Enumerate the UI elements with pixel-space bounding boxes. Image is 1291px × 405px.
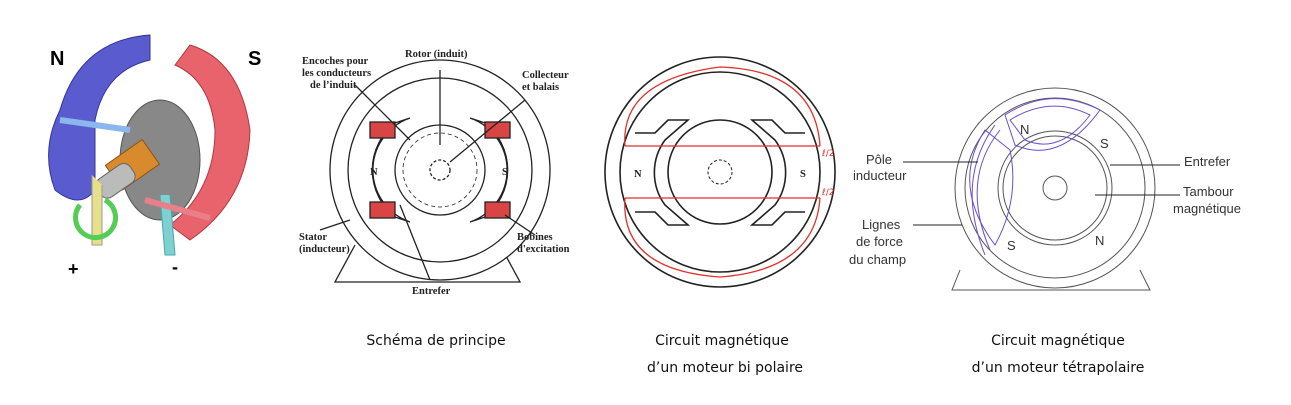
pole-label: Pôle	[866, 152, 892, 167]
north-label: N	[634, 169, 642, 180]
collector-label: Collecteur	[522, 70, 569, 81]
tetrapolar-labels: Pôle inducteur Lignes de force du champ …	[849, 152, 1241, 267]
north-label: N	[50, 48, 64, 70]
double-arrow-icon	[59, 117, 131, 133]
caption-bipolar-line1: Circuit magnétique	[655, 333, 789, 349]
pole-n-label: N	[1020, 122, 1029, 137]
plus-label: +	[68, 259, 79, 279]
field-lines-label: de force	[856, 234, 903, 249]
pole-label: inducteur	[853, 168, 907, 183]
pole-n-label: N	[1095, 233, 1104, 248]
rotor-label: Rotor (induit)	[405, 49, 468, 60]
caption-tetrapolar-line2: d’un moteur tétrapolaire	[971, 360, 1145, 376]
tetrapolar-poles: N S S N	[1007, 122, 1109, 253]
minus-label: -	[172, 257, 178, 277]
collector-label: et balais	[522, 82, 559, 93]
airgap-label: Entrefer	[1184, 154, 1231, 169]
coils-label: Bobines	[517, 232, 553, 243]
double-arrow-icon	[144, 197, 211, 221]
stator-label: (inducteur)	[299, 244, 350, 255]
drum-label: Tambour	[1183, 184, 1234, 199]
south-label: S	[800, 169, 806, 180]
caption-bipolar-line2: d’un moteur bi polaire	[646, 360, 804, 376]
north-label: N	[370, 167, 378, 178]
principle-labels: Encoches pour les conducteurs de l’indui…	[299, 49, 570, 297]
caption-principle: Schéma de principe	[366, 333, 506, 349]
principle-diagram	[319, 59, 551, 283]
south-label: S	[248, 48, 261, 70]
drum-label: magnétique	[1173, 201, 1241, 216]
tetrapolar-diagram	[951, 87, 1156, 291]
motor-3d-illustration: N S + -	[48, 34, 261, 279]
slots-label: Encoches pour	[302, 56, 369, 67]
slots-label: de l’induit	[310, 80, 357, 91]
half-flux-label: ℓ/2	[821, 149, 834, 159]
caption-tetrapolar-line1: Circuit magnétique	[991, 333, 1125, 349]
pole-s-label: S	[1007, 238, 1016, 253]
south-label: S	[502, 167, 508, 178]
rotation-arrow-icon	[73, 197, 119, 241]
bipolar-diagram	[604, 56, 836, 288]
pole-s-label: S	[1100, 136, 1109, 151]
airgap-label: Entrefer	[412, 286, 451, 297]
coils-label: d'excitation	[517, 244, 570, 255]
stator-label: Stator	[299, 232, 327, 243]
slots-label: les conducteurs	[302, 68, 371, 79]
field-lines-label: Lignes	[862, 217, 901, 232]
half-flux-label: ℓ/2	[821, 188, 834, 198]
field-lines-label: du champ	[849, 252, 906, 267]
